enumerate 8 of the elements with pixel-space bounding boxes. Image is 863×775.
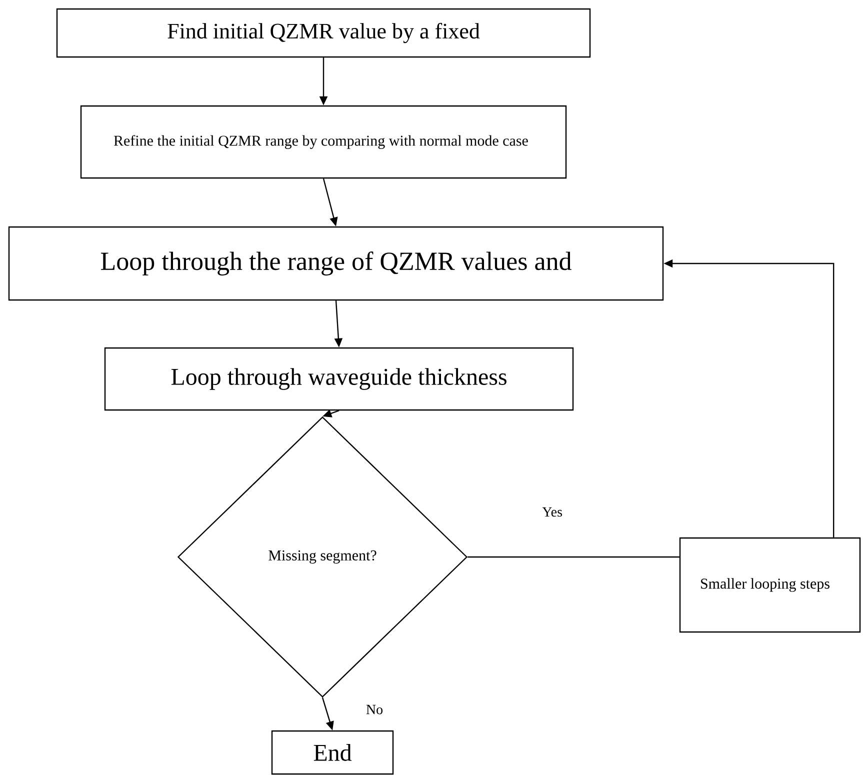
process-box: Refine the initial QZMR range by comparing with normal mode case: [80, 105, 567, 179]
process-box: Loop through waveguide thickness: [104, 347, 574, 411]
edge-label: No: [364, 704, 384, 716]
process-box: Smaller looping steps: [679, 537, 861, 633]
process-box: Loop through the range of QZMR values and: [8, 226, 664, 301]
process-box: Find initial QZMR value by a fixed: [56, 8, 591, 58]
process-box: End: [271, 730, 394, 775]
edge-label: Yes: [541, 506, 564, 518]
